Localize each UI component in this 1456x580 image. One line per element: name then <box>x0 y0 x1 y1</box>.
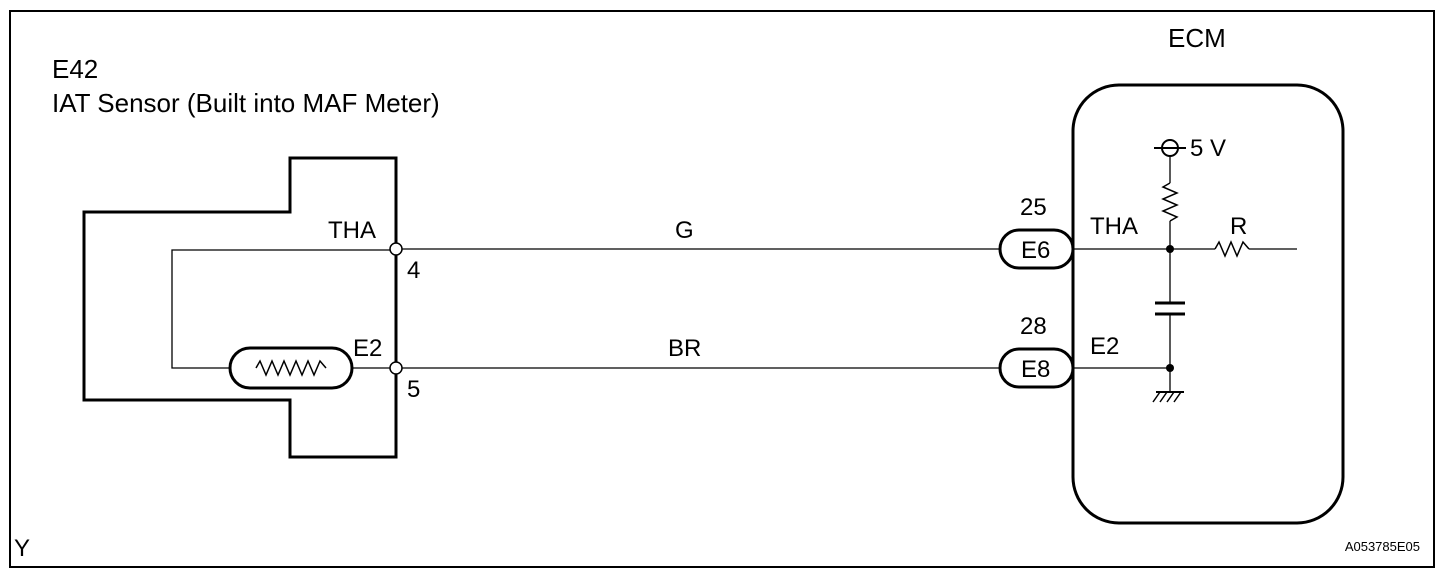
ecm-box <box>1071 83 1345 525</box>
sensor-pin-tha-signal: THA <box>328 217 376 244</box>
sensor-pin-4-number: 4 <box>407 257 420 284</box>
ground-hatch-2 <box>1159 391 1168 403</box>
sensor-internal-wire <box>171 249 390 369</box>
connector-e6-code: E6 <box>1021 237 1050 264</box>
thermistor-resistor-icon <box>255 359 327 377</box>
ecm-tha-signal: THA <box>1090 213 1138 240</box>
thermistor-capsule <box>228 346 354 390</box>
sensor-pin-e2-signal: E2 <box>353 335 382 362</box>
pullup-resistor-icon <box>1161 182 1179 222</box>
connector-e8-code: E8 <box>1021 356 1050 383</box>
frame-corner-label: Y <box>14 535 30 562</box>
connector-e6-pin: 25 <box>1020 194 1047 221</box>
sensor-housing <box>82 156 398 459</box>
sensor-pin-5-number: 5 <box>407 376 420 403</box>
junction-tha-dot <box>1166 245 1174 253</box>
sensor-terminal-5 <box>389 361 403 375</box>
supply-voltage-label: 5 V <box>1190 135 1226 162</box>
ecm-resistor-label: R <box>1230 213 1247 240</box>
sensor-name-label: IAT Sensor (Built into MAF Meter) <box>52 88 440 118</box>
connector-e8-pin: 28 <box>1020 313 1047 340</box>
ground-hatch-3 <box>1166 391 1175 403</box>
ecm-title: ECM <box>1168 23 1226 53</box>
wire-br-color-label: BR <box>668 335 701 362</box>
sensor-ref-label: E42 <box>52 54 98 84</box>
ground-hatch-4 <box>1173 391 1182 403</box>
drawing-id-label: A053785E05 <box>1345 539 1420 554</box>
junction-e2-dot <box>1166 364 1174 372</box>
ecm-input-resistor-icon <box>1214 240 1250 258</box>
sensor-terminal-4 <box>389 242 403 256</box>
ecm-e2-signal: E2 <box>1090 333 1119 360</box>
diagram-frame <box>9 10 1435 568</box>
ground-hatch-1 <box>1152 391 1161 403</box>
wire-g-color-label: G <box>675 217 694 244</box>
